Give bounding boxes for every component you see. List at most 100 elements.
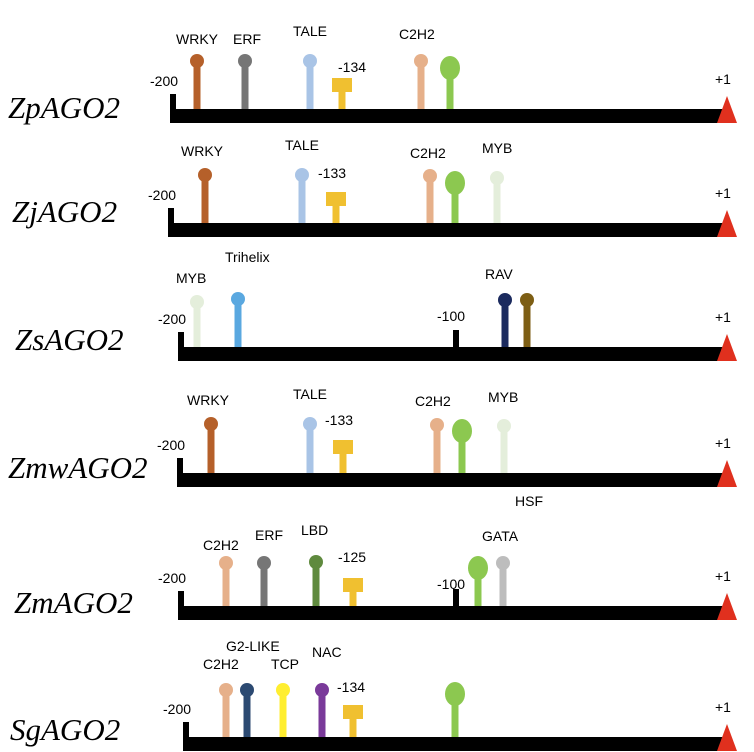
element-label: ERF bbox=[255, 527, 283, 543]
element-label: C2H2 bbox=[203, 656, 239, 672]
element-stem bbox=[234, 299, 242, 361]
element-stem bbox=[306, 424, 314, 487]
element-stem bbox=[318, 690, 326, 751]
element-stem bbox=[451, 183, 459, 237]
tss-label: +1 bbox=[715, 309, 731, 325]
tata-box-stem bbox=[338, 86, 346, 123]
tss-marker bbox=[717, 210, 737, 237]
promoter-baseline bbox=[168, 223, 725, 237]
element-head bbox=[238, 54, 252, 68]
tss-marker bbox=[717, 96, 737, 123]
element-head bbox=[204, 417, 218, 431]
element-head bbox=[315, 683, 329, 697]
element-head bbox=[445, 171, 465, 195]
tss-label: +1 bbox=[715, 71, 731, 87]
element-label: C2H2 bbox=[203, 537, 239, 553]
tata-box-top bbox=[332, 78, 352, 92]
element-stem bbox=[499, 563, 507, 620]
element-label-hsf: HSF bbox=[515, 493, 543, 509]
element-head bbox=[414, 54, 428, 68]
tata-box-stem bbox=[349, 586, 357, 620]
element-stem bbox=[298, 175, 306, 237]
element-label: WRKY bbox=[181, 143, 224, 159]
element-label: -134 bbox=[337, 679, 365, 695]
element-stem bbox=[243, 690, 251, 751]
tata-box-top bbox=[326, 192, 346, 206]
element-stem bbox=[306, 61, 314, 123]
element-stem bbox=[222, 690, 230, 751]
element-stem bbox=[446, 68, 454, 123]
element-head bbox=[190, 295, 204, 309]
promoter-baseline bbox=[178, 606, 725, 620]
element-head bbox=[257, 556, 271, 570]
tss-label: +1 bbox=[715, 699, 731, 715]
tss-marker bbox=[717, 724, 737, 751]
element-stem bbox=[500, 426, 508, 487]
element-head bbox=[276, 683, 290, 697]
position-label-start: -200 bbox=[163, 701, 191, 717]
element-label: RAV bbox=[485, 266, 513, 282]
element-head bbox=[231, 292, 245, 306]
element-label: C2H2 bbox=[415, 393, 451, 409]
element-head bbox=[219, 683, 233, 697]
element-label: ERF bbox=[233, 31, 261, 47]
position-label-start: -200 bbox=[157, 437, 185, 453]
element-label: C2H2 bbox=[399, 26, 435, 42]
element-stem bbox=[523, 300, 531, 361]
element-head bbox=[303, 417, 317, 431]
element-label: TALE bbox=[285, 137, 319, 153]
element-head bbox=[496, 556, 510, 570]
promoter-baseline bbox=[177, 473, 725, 487]
tata-box-top bbox=[333, 440, 353, 454]
gene-name: ZmwAGO2 bbox=[8, 450, 148, 485]
element-head bbox=[498, 293, 512, 307]
element-label: MYB bbox=[482, 140, 512, 156]
element-head bbox=[423, 169, 437, 183]
element-head bbox=[445, 682, 465, 706]
element-stem bbox=[193, 302, 201, 361]
tss-marker bbox=[717, 593, 737, 620]
start-tick bbox=[177, 458, 183, 480]
mid-tick bbox=[453, 330, 459, 354]
tss-label: +1 bbox=[715, 435, 731, 451]
element-stem bbox=[458, 431, 466, 487]
element-head bbox=[190, 54, 204, 68]
position-label-mid: -100 bbox=[437, 308, 465, 324]
element-label: -133 bbox=[318, 165, 346, 181]
element-label: TALE bbox=[293, 23, 327, 39]
element-label: WRKY bbox=[176, 31, 219, 47]
element-head bbox=[497, 419, 511, 433]
tata-box-stem bbox=[349, 713, 357, 751]
element-stem bbox=[260, 563, 268, 620]
element-head bbox=[240, 683, 254, 697]
tss-label: +1 bbox=[715, 568, 731, 584]
element-stem bbox=[241, 61, 249, 123]
element-stem bbox=[474, 568, 482, 620]
element-head bbox=[309, 555, 323, 569]
gene-name: ZsAGO2 bbox=[15, 322, 124, 357]
element-stem bbox=[207, 424, 215, 487]
element-stem bbox=[201, 175, 209, 237]
element-head bbox=[490, 171, 504, 185]
element-head bbox=[520, 293, 534, 307]
start-tick bbox=[168, 208, 174, 230]
element-stem bbox=[493, 178, 501, 237]
element-label: MYB bbox=[176, 270, 206, 286]
element-label: MYB bbox=[488, 389, 518, 405]
element-label: -125 bbox=[338, 549, 366, 565]
gene-name: ZjAGO2 bbox=[12, 194, 117, 229]
element-head bbox=[295, 168, 309, 182]
tata-box-top bbox=[343, 705, 363, 719]
element-stem bbox=[501, 300, 509, 361]
promoter-baseline bbox=[178, 347, 725, 361]
element-stem bbox=[279, 690, 287, 751]
start-tick bbox=[178, 332, 184, 354]
tata-box-stem bbox=[332, 200, 340, 237]
promoter-baseline bbox=[183, 737, 725, 751]
